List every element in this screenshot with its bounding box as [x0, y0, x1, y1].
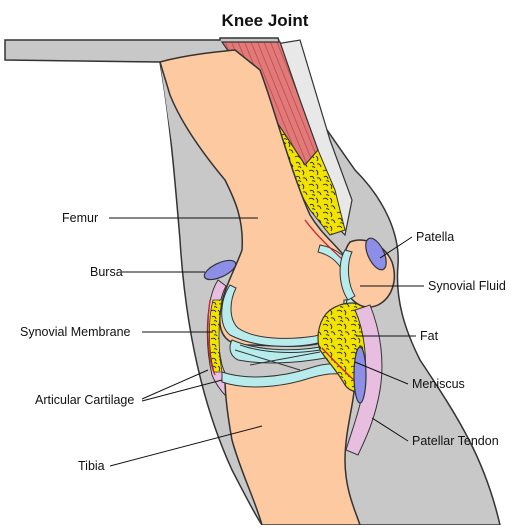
label-tibia: Tibia: [78, 459, 105, 473]
label-femur: Femur: [62, 211, 98, 225]
tibia-bone: [224, 369, 362, 526]
label-bursa: Bursa: [90, 265, 123, 279]
diagram-title: Knee Joint: [222, 11, 309, 30]
bursa-infrapatellar: [353, 346, 367, 404]
cruciate-ligaments: [234, 344, 321, 371]
bursa-prepatellar: [365, 237, 387, 271]
label-fat: Fat: [420, 329, 439, 343]
patella-cartilage: [339, 249, 356, 301]
label-meniscus: Meniscus: [412, 377, 465, 391]
label-patella: Patella: [416, 230, 454, 244]
leader-lines: [109, 217, 424, 467]
label-synovial-fluid: Synovial Fluid: [428, 279, 506, 293]
label-synovial-membrane: Synovial Membrane: [20, 325, 131, 339]
patellar-tendon: [345, 304, 383, 456]
label-articular-cartilage: Articular Cartilage: [35, 393, 134, 407]
label-patellar-tendon: Patellar Tendon: [412, 434, 499, 448]
bursa-posterior: [203, 259, 237, 281]
